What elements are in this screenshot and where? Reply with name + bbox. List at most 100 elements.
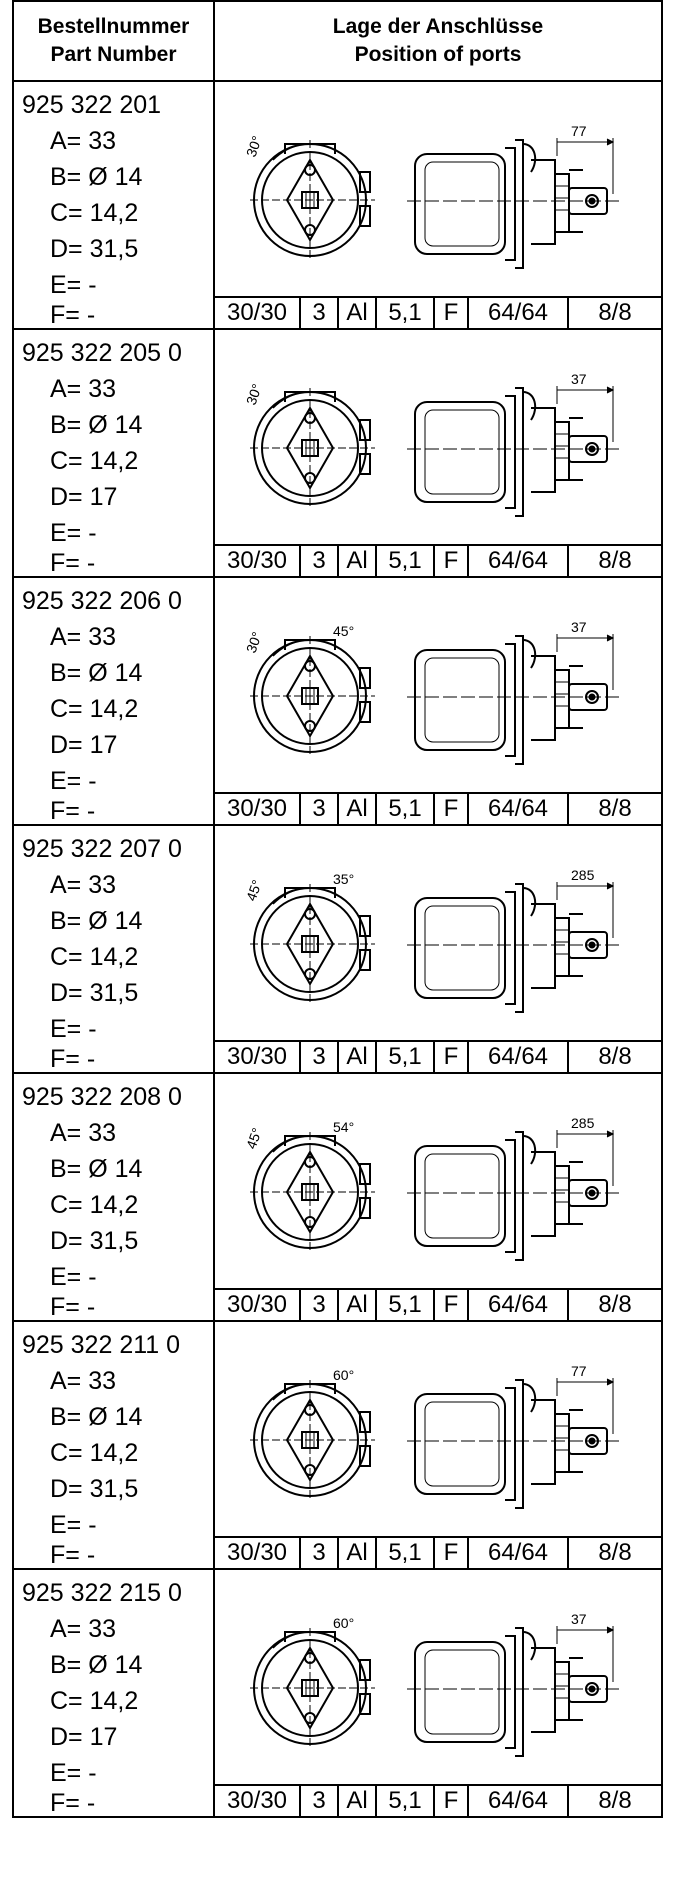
param-e-value: - xyxy=(88,519,97,547)
valve-technical-drawing: 30° xyxy=(243,123,620,269)
angle-label-1: 45° xyxy=(243,1126,265,1151)
param-b-value: Ø 14 xyxy=(88,659,143,687)
spec-cell-2: 3 xyxy=(299,794,337,824)
spec-cell-5: F xyxy=(433,1786,467,1816)
angle-label-2: 60° xyxy=(333,1367,354,1383)
front-view-drawing xyxy=(250,884,375,1004)
param-b-value: Ø 14 xyxy=(88,907,143,935)
part-number-cell: 925 322 205 0 A= 33 B= Ø 14 C= 14,2 D= 1… xyxy=(12,328,215,578)
param-c-label: C= xyxy=(50,1439,83,1467)
part-number-cell: 925 322 211 0 A= 33 B= Ø 14 C= 14,2 D= 3… xyxy=(12,1320,215,1570)
spec-strip: 30/30 3 Al 5,1 F 64/64 8/8 xyxy=(215,544,661,576)
param-e-label: E= xyxy=(50,519,82,547)
spec-cell-3: Al xyxy=(337,298,375,328)
part-number: 925 322 207 0 xyxy=(22,835,182,863)
param-b: B= Ø 14 xyxy=(50,1154,142,1184)
param-c: C= 14,2 xyxy=(50,1686,138,1716)
param-b-label: B= xyxy=(50,659,82,687)
param-e-label: E= xyxy=(50,1759,82,1787)
param-e: E= - xyxy=(50,1510,97,1540)
param-c: C= 14,2 xyxy=(50,198,138,228)
spec-strip: 30/30 3 Al 5,1 F 64/64 8/8 xyxy=(215,1536,661,1568)
param-e-label: E= xyxy=(50,1511,82,1539)
param-d-value: 31,5 xyxy=(89,1475,139,1503)
part-number: 925 322 211 0 xyxy=(22,1331,181,1359)
side-view-drawing xyxy=(407,1627,620,1757)
param-c-value: 14,2 xyxy=(89,943,139,971)
front-view-drawing xyxy=(250,1380,375,1500)
param-e-label: E= xyxy=(50,1015,82,1043)
param-b: B= Ø 14 xyxy=(50,1402,142,1432)
param-d: D= 17 xyxy=(50,482,117,512)
param-a-value: 33 xyxy=(88,1615,117,1643)
param-b-label: B= xyxy=(50,411,82,439)
spec-cell-1: 30/30 xyxy=(226,1043,288,1070)
param-a-label: A= xyxy=(50,127,82,155)
spec-cell-7: 8/8 xyxy=(567,794,661,824)
param-a-value: 33 xyxy=(88,1119,117,1147)
param-c-label: C= xyxy=(50,1191,83,1219)
param-a: A= 33 xyxy=(50,1614,116,1644)
side-view-drawing xyxy=(407,139,620,269)
param-a-value: 33 xyxy=(88,623,117,651)
param-f-label: F= xyxy=(50,1045,80,1073)
param-f: F= - xyxy=(50,796,95,826)
param-d-value: 17 xyxy=(89,483,118,511)
dimension-label: 37 xyxy=(571,1611,587,1627)
param-e-value: - xyxy=(88,271,97,299)
param-d-label: D= xyxy=(50,235,83,263)
param-e: E= - xyxy=(50,1758,97,1788)
param-a-value: 33 xyxy=(88,1367,117,1395)
param-c-value: 14,2 xyxy=(89,447,139,475)
spec-cell-7: 8/8 xyxy=(567,1290,661,1320)
spec-cell-1: 30/30 xyxy=(226,547,288,574)
table-row: 925 322 201 A= 33 B= Ø 14 C= 14,2 D= 31,… xyxy=(12,80,663,330)
spec-cell-1: 30/30 xyxy=(226,1291,288,1318)
valve-technical-drawing: 60° xyxy=(250,1363,620,1509)
spec-strip: 30/30 3 Al 5,1 F 64/64 8/8 xyxy=(215,296,661,328)
param-e: E= - xyxy=(50,1262,97,1292)
part-number: 925 322 208 0 xyxy=(22,1083,182,1111)
param-d: D= 31,5 xyxy=(50,1474,138,1504)
spec-cell-2: 3 xyxy=(299,1290,337,1320)
port-drawing-cell: 30° xyxy=(213,80,663,330)
spec-cell-4: 5,1 xyxy=(375,546,433,576)
part-number-cell: 925 322 207 0 A= 33 B= Ø 14 C= 14,2 D= 3… xyxy=(12,824,215,1074)
param-b: B= Ø 14 xyxy=(50,906,142,936)
param-e-value: - xyxy=(88,767,97,795)
param-d-label: D= xyxy=(50,1723,83,1751)
param-b-label: B= xyxy=(50,163,82,191)
param-e-value: - xyxy=(88,1263,97,1291)
param-c: C= 14,2 xyxy=(50,446,138,476)
spec-cell-2: 3 xyxy=(299,1042,337,1072)
front-view-drawing xyxy=(250,388,375,508)
dimension-line xyxy=(556,1378,615,1434)
param-d: D= 31,5 xyxy=(50,978,138,1008)
param-e-label: E= xyxy=(50,271,82,299)
angle-label-2: 54° xyxy=(333,1119,354,1135)
angle-label-2: 45° xyxy=(333,623,354,639)
table-row: 925 322 211 0 A= 33 B= Ø 14 C= 14,2 D= 3… xyxy=(12,1320,663,1570)
param-a: A= 33 xyxy=(50,374,116,404)
dimension-line xyxy=(556,138,615,194)
param-c-label: C= xyxy=(50,199,83,227)
part-number-cell: 925 322 208 0 A= 33 B= Ø 14 C= 14,2 D= 3… xyxy=(12,1072,215,1322)
valve-technical-drawing: 30° xyxy=(243,371,620,517)
spec-strip: 30/30 3 Al 5,1 F 64/64 8/8 xyxy=(215,1040,661,1072)
param-d: D= 17 xyxy=(50,730,117,760)
param-b-label: B= xyxy=(50,1651,82,1679)
dimension-line xyxy=(556,386,615,442)
param-a-label: A= xyxy=(50,623,82,651)
header-col2-line2: Position of ports xyxy=(354,43,522,66)
param-a-value: 33 xyxy=(88,375,117,403)
param-b: B= Ø 14 xyxy=(50,658,142,688)
spec-cell-3: Al xyxy=(337,1042,375,1072)
param-f-value: - xyxy=(86,1541,96,1569)
param-c-value: 14,2 xyxy=(89,1191,139,1219)
param-c-value: 14,2 xyxy=(89,1439,139,1467)
valve-technical-drawing: 45° 35° xyxy=(243,867,620,1013)
param-e: E= - xyxy=(50,766,97,796)
part-number: 925 322 215 0 xyxy=(22,1579,182,1607)
param-d: D= 31,5 xyxy=(50,1226,138,1256)
